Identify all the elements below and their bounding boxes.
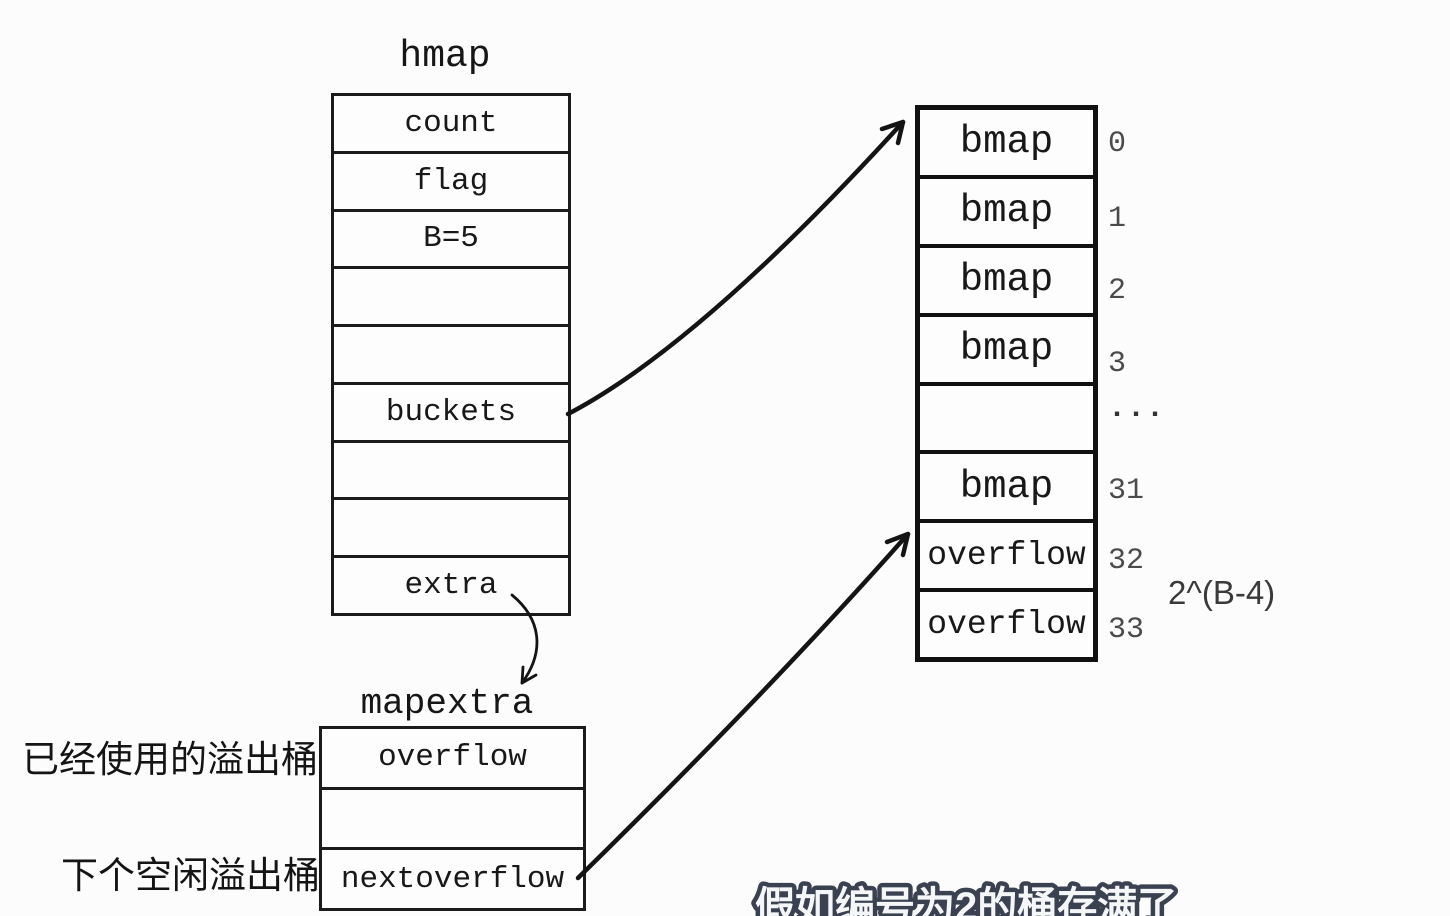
video-subtitle: 假如编号为2的桶存满了	[755, 885, 1177, 916]
bucket-row-31: bmap	[920, 450, 1093, 519]
nextoverflow-to-overflow-bucket-arrow	[575, 531, 911, 881]
hmap-row-empty-3	[334, 439, 568, 498]
bucket-row-1: bmap	[920, 174, 1093, 244]
bucket-array-table: bmap bmap bmap bmap bmap overflow overfl…	[915, 105, 1098, 662]
nextoverflow-annotation: 下个空闲溢出桶	[61, 855, 320, 896]
mapextra-struct-table: overflow nextoverflow	[319, 726, 586, 911]
hmap-row-extra: extra	[334, 555, 568, 613]
hmap-row-empty-4	[334, 497, 568, 555]
bucket-index-1: 1	[1108, 202, 1127, 236]
bucket-row-32: overflow	[920, 519, 1093, 588]
bucket-index-32: 32	[1108, 544, 1145, 578]
hmap-row-b: B=5	[334, 208, 568, 267]
buckets-to-bucket-array-arrow	[565, 119, 906, 417]
bucket-row-0: bmap	[959, 120, 1054, 165]
hmap-title: hmap	[399, 35, 491, 78]
hmap-row-buckets: buckets	[334, 381, 568, 440]
mapextra-row-empty	[322, 786, 583, 848]
hmap-struct-table: count flag B=5 buckets extra	[331, 93, 571, 616]
bucket-index-ellipsis: ...	[1108, 392, 1166, 426]
bucket-row-3: bmap	[920, 312, 1093, 382]
hmap-row-flag: flag	[334, 150, 568, 209]
mapextra-title: mapextra	[360, 683, 534, 724]
overflow-annotation: 已经使用的溢出桶	[22, 739, 318, 780]
bucket-row-2: bmap	[920, 243, 1093, 313]
hmap-row-empty-1	[334, 266, 568, 324]
bucket-index-33: 33	[1108, 613, 1145, 647]
bucket-index-31: 31	[1108, 474, 1145, 508]
bucket-count-note: 2^(B-4)	[1168, 574, 1276, 611]
hmap-row-empty-2	[334, 324, 568, 382]
bucket-index-3: 3	[1108, 347, 1127, 381]
bucket-index-0: 0	[1108, 127, 1127, 161]
mapextra-row-nextoverflow: nextoverflow	[322, 847, 583, 908]
bucket-row-33: overflow	[920, 588, 1093, 657]
bucket-row-ellipsis	[920, 381, 1093, 451]
bucket-index-2: 2	[1108, 274, 1127, 308]
hmap-row-count: count	[404, 105, 498, 141]
mapextra-row-overflow: overflow	[378, 740, 527, 776]
